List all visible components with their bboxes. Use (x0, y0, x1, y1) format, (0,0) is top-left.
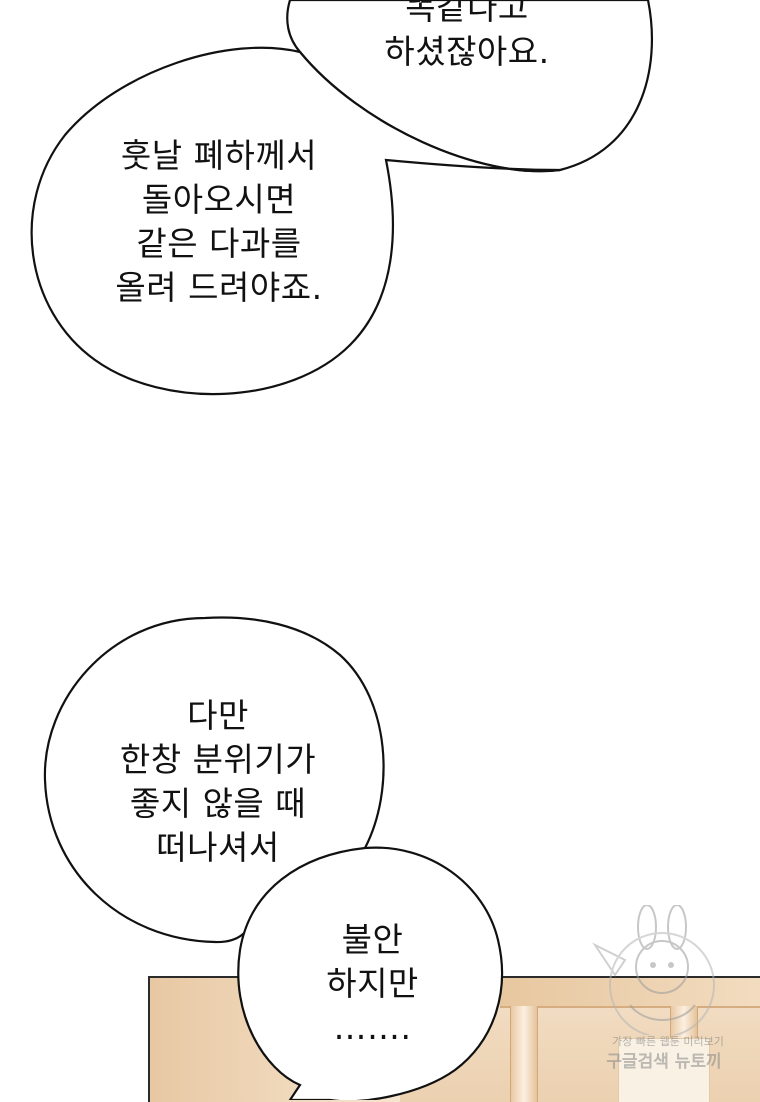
shelf (618, 1038, 710, 1102)
speech-bubble-lower-right (237, 846, 504, 1100)
rabbit-logo-icon (592, 904, 715, 1038)
watermark-caption: 가장 빠른 웹툰 미리보기 (612, 1035, 724, 1048)
speech-bubble-middle (30, 46, 561, 396)
bubble-text-top: 똑같다고 하셨잖아요. (384, 0, 550, 71)
watermark: 가장 빠른 웹툰 미리보기 구글검색 뉴토끼 (585, 904, 735, 1075)
bubble-text-lower-left: 다만 한창 분위기가 좋지 않을 때 떠나셔서 (119, 696, 317, 867)
ceiling-beam (500, 978, 760, 1008)
bubble-text-lower-right: 불안 하지만 ……. (326, 920, 419, 1047)
watermark-title: 구글검색 뉴토끼 (606, 1052, 722, 1072)
pillar (510, 1006, 538, 1102)
bubble-text-middle: 훗날 폐하께서 돌아오시면 같은 다과를 올려 드려야죠. (115, 136, 323, 307)
